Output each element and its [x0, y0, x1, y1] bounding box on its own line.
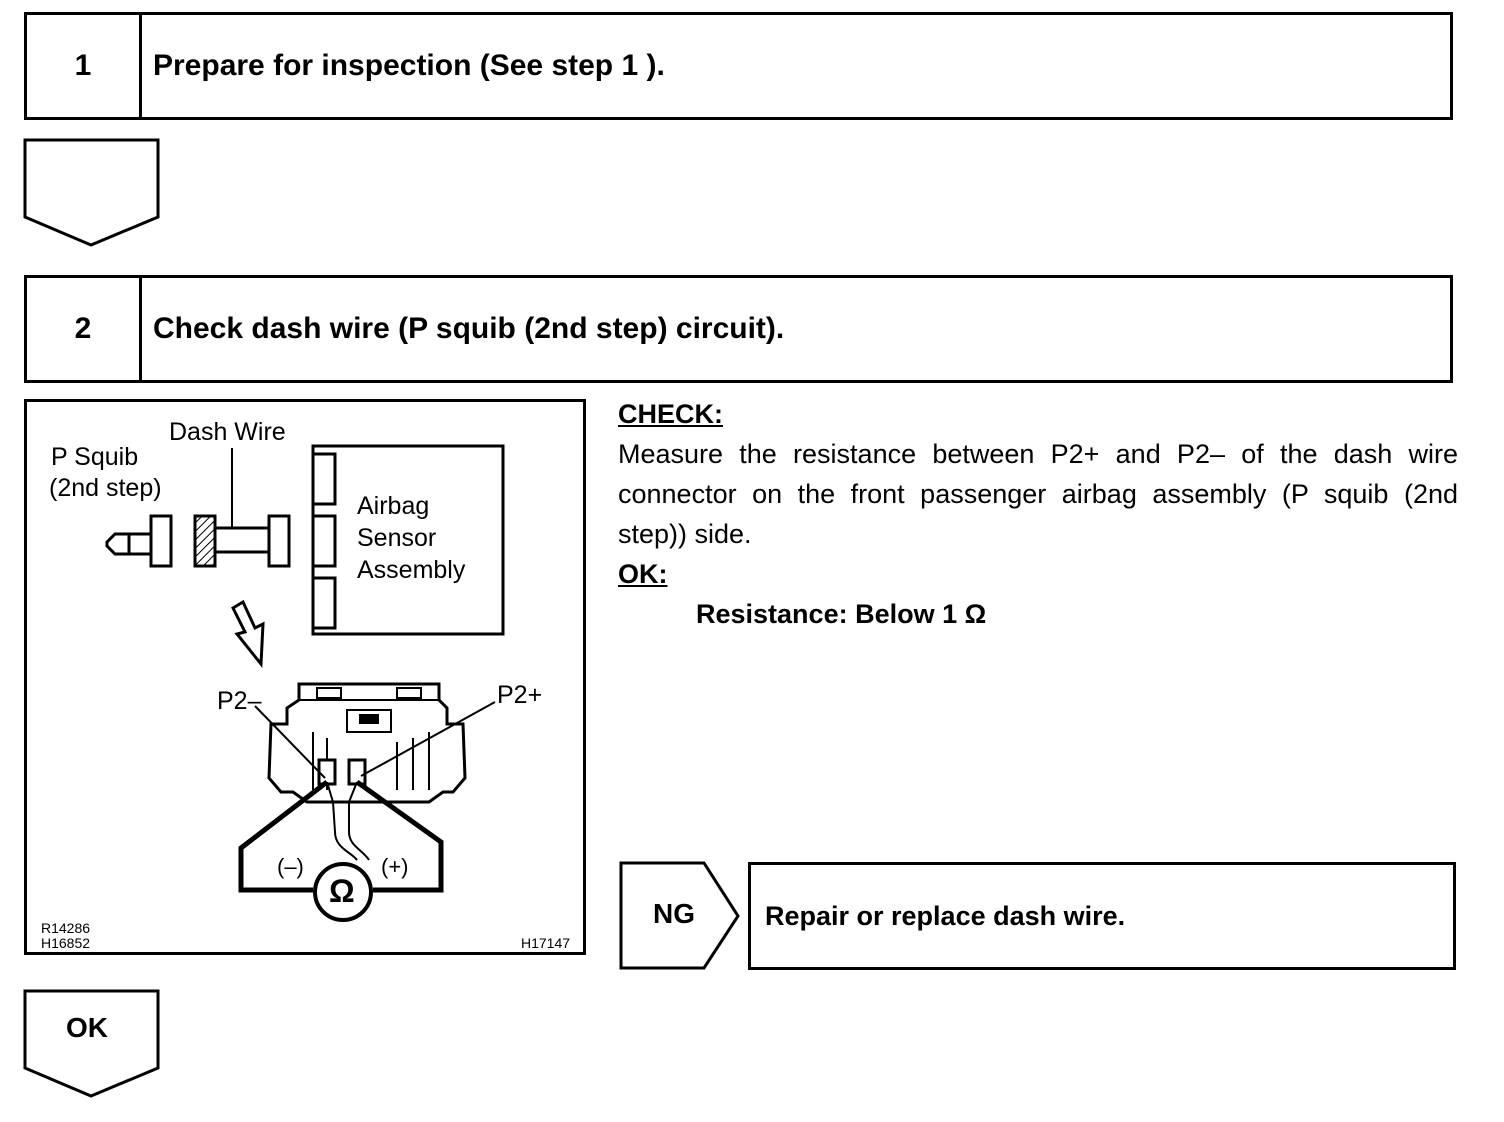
ok-label: OK: [66, 1012, 108, 1043]
airbag-label-line3: Assembly: [357, 556, 466, 584]
step-1-number: 1: [27, 15, 142, 117]
check-text: Measure the resistance between P2+ and P…: [618, 439, 1458, 549]
check-section: CHECK: Measure the resistance between P2…: [618, 394, 1458, 634]
positive-probe-label: (+): [381, 854, 409, 879]
ng-action-text: Repair or replace dash wire.: [765, 900, 1126, 931]
step-1-title: Prepare for inspection (See step 1 ).: [153, 49, 665, 82]
step-1-box: 1 Prepare for inspection (See step 1 ).: [24, 12, 1453, 120]
airbag-label-line1: Airbag: [357, 492, 430, 520]
ng-arrow-badge-icon: [619, 861, 740, 970]
connector-illustration: [105, 444, 505, 922]
figure-code-right: H17147: [521, 935, 571, 951]
step-2-box: 2 Check dash wire (P squib (2nd step) ci…: [24, 275, 1453, 383]
ok-arrow-down-icon: [23, 989, 160, 1098]
negative-probe-label: (–): [277, 854, 304, 879]
wiring-diagram: Dash Wire P Squib (2nd step) Airbag Sens…: [24, 399, 586, 955]
p-squib-label-line1: P Squib: [51, 443, 139, 471]
ohm-icon: Ω: [329, 873, 355, 909]
p-squib-label-line2: (2nd step): [49, 474, 162, 502]
p2-minus-label: P2–: [217, 687, 262, 715]
step-2-title: Check dash wire (P squib (2nd step) circ…: [153, 312, 785, 345]
ng-action-box: Repair or replace dash wire.: [748, 862, 1456, 970]
figure-code-left-line2: H16852: [41, 935, 91, 951]
step-2-number: 2: [27, 278, 142, 380]
airbag-label-line2: Sensor: [357, 524, 437, 552]
resistance-spec: Resistance: Below 1 Ω: [696, 599, 987, 629]
figure-code-left: R14286 H16852: [41, 921, 90, 951]
ng-label: NG: [653, 898, 695, 929]
flow-arrow-down-icon: [23, 138, 160, 247]
check-heading: CHECK:: [618, 399, 723, 429]
p2-plus-label: P2+: [497, 681, 543, 709]
ok-heading: OK:: [618, 559, 668, 589]
dash-wire-label: Dash Wire: [169, 418, 286, 446]
figure-code-left-line1: R14286: [41, 920, 91, 936]
